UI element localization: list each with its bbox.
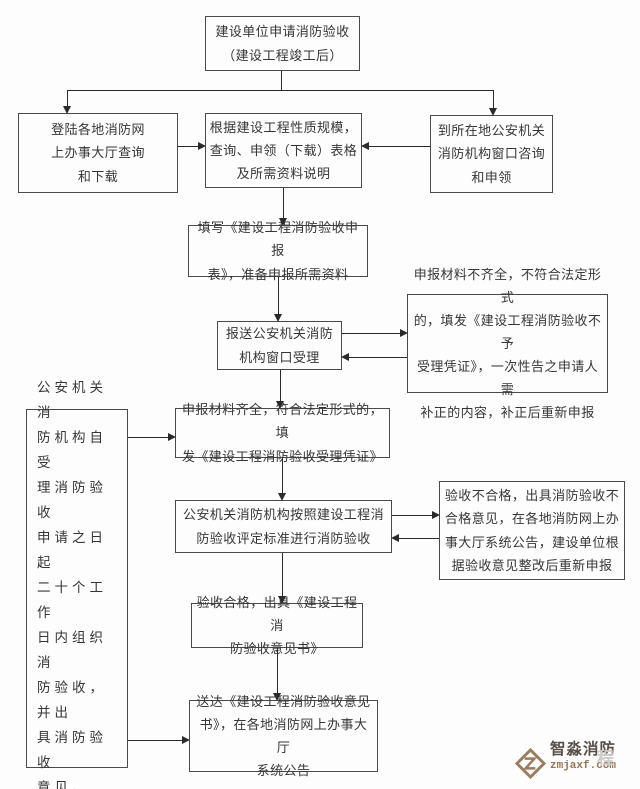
arrow-fill-to-submit: [274, 277, 282, 322]
zhimiao-logo-icon: [515, 748, 546, 779]
arrow-submit-to-reject: [342, 328, 408, 337]
arrow-online-to-forms: [178, 141, 206, 150]
arrow-submit-to-accept: [276, 370, 284, 409]
arrow-branch-to-online: [63, 90, 71, 114]
arrow-note-to-accept: [128, 432, 176, 441]
arrow-reject-to-submit: [341, 352, 407, 361]
node-forms-info: 根据建设工程性质规模， 查询、申领（下载）表格 及所需资料说明: [205, 113, 362, 188]
node-window-consult: 到所在地公安机关 消防机构窗口咨询 和申领: [430, 115, 553, 193]
node-fill-form: 填写《建设工程消防验收申报 表》，准备申报所需资料: [188, 220, 368, 282]
arrow-inspection-to-pass: [278, 553, 286, 604]
node-reject-notice: 申报材料不齐全，不符合法定形式 的，填发《建设工程消防验收不予 受理凭证》，一次…: [407, 267, 608, 420]
arrow-forms-to-fill: [279, 188, 287, 226]
node-online-query: 登陆各地消防网 上办事大厅查询 和下载: [18, 113, 178, 193]
arrow-window-to-forms: [361, 141, 430, 150]
site-watermark: 智淼消防 zmjaxf.com 程: [515, 742, 616, 779]
node-accept-notice: 申报材料齐全，符合法定形式的，填 发《建设工程消防验收受理凭证》: [175, 402, 390, 464]
watermark-faded-char: 程: [597, 749, 614, 768]
connector-start-stem: [281, 71, 282, 90]
node-start: 建设单位申请消防验收 （建设工程竣工后）: [205, 16, 360, 71]
node-timeline-note: 公安机关消 防机构自受 理消防验收 申请之日起 二十个工作 日内组织消 防验收，…: [26, 380, 128, 789]
watermark-brand: 智淼消防: [550, 741, 617, 758]
watermark-domain: zmjaxf.com: [550, 759, 617, 772]
node-inspection: 公安机关消防机构按照建设工程消 防验收评定标准进行消防验收: [175, 500, 392, 553]
node-deliver: 送达《建设工程消防验收意见 书》，在各地消防网上办事大厅 系统公告: [189, 694, 378, 778]
arrow-branch-to-window: [489, 90, 497, 116]
arrow-note-to-deliver: [128, 735, 190, 744]
arrow-fail-to-inspection: [391, 533, 439, 542]
node-submit: 报送公安机关消防 机构窗口受理: [217, 321, 342, 370]
arrow-pass-to-deliver: [273, 648, 281, 701]
arrow-inspection-to-fail: [392, 510, 440, 519]
arrow-accept-to-inspection: [278, 458, 286, 501]
node-fail-result: 验收不合格，出具消防验收不 合格意见，在各地消防网上办 事大厅系统公告，建设单位…: [439, 481, 625, 580]
connector-branch-bar: [67, 90, 494, 91]
